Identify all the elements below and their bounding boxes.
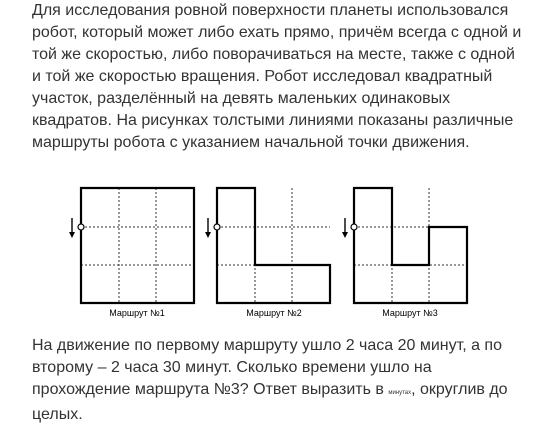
direction-arrow <box>342 218 348 238</box>
route-2-diagram <box>205 186 332 305</box>
grid-lines <box>354 188 467 303</box>
route-2-caption: Маршрут №2 <box>246 308 302 318</box>
problem-question: На движение по первому маршруту ушло 2 ч… <box>32 335 522 426</box>
grid-lines <box>217 188 330 303</box>
question-text-end: , округлив до целых. <box>32 381 508 423</box>
direction-arrow <box>205 218 211 238</box>
answer-unit: минутах <box>388 390 412 396</box>
start-point <box>350 223 358 231</box>
problem-intro: Для исследования ровной поверхности план… <box>32 2 522 151</box>
route-1-caption: Маршрут №1 <box>109 308 165 318</box>
route-path <box>352 186 469 305</box>
route-3-caption: Маршрут №3 <box>382 308 438 318</box>
grid-lines <box>81 188 194 303</box>
route-1-diagram <box>69 186 196 305</box>
route-3-diagram <box>342 186 469 305</box>
route-path <box>215 186 332 305</box>
direction-arrow <box>69 218 75 238</box>
question-text: На движение по первому маршруту ушло 2 ч… <box>32 337 502 398</box>
route-path <box>79 186 196 305</box>
start-point <box>213 223 221 231</box>
start-point <box>77 223 85 231</box>
